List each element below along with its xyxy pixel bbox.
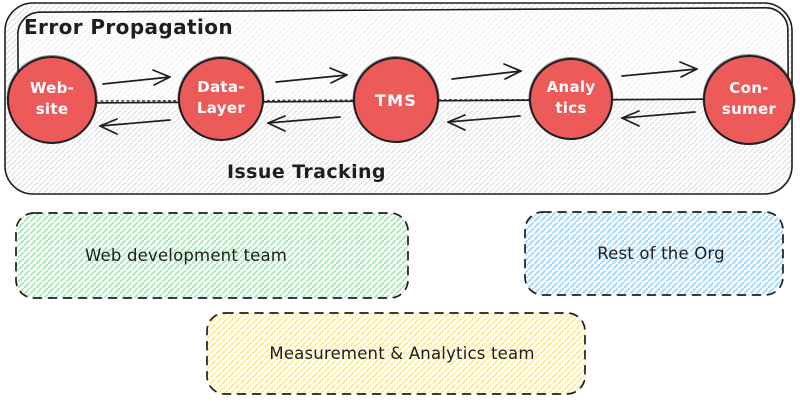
node-consumer-line1: Con- — [729, 79, 769, 97]
backward-arrows — [99, 110, 696, 135]
arrow-backward-1 — [99, 118, 171, 135]
node-tms-label: TMS — [341, 90, 451, 111]
team-box-measurement-analytics — [206, 312, 586, 395]
node-analytics-line1: Analy — [546, 78, 596, 96]
node-consumer-label: Con- sumer — [694, 78, 800, 120]
node-tms-line1: TMS — [375, 91, 417, 110]
node-consumer-line2: sumer — [721, 100, 777, 118]
node-website-label: Web- site — [0, 78, 107, 120]
node-website — [6, 54, 98, 144]
arrow-forward-3 — [451, 63, 522, 80]
node-data-layer-line1: Data- — [197, 78, 245, 96]
node-tms — [352, 55, 440, 143]
arrow-backward-4 — [621, 110, 696, 127]
node-data-layer-label: Data- Layer — [166, 77, 276, 119]
team-label-measurement-analytics: Measurement & Analytics team — [269, 344, 535, 363]
node-website-line1: Web- — [29, 79, 75, 97]
team-label-rest-of-org: Rest of the Org — [597, 244, 725, 263]
arrow-backward-3 — [447, 114, 521, 131]
node-data-layer — [177, 55, 265, 141]
arrow-forward-4 — [621, 61, 698, 78]
flow-nodes — [6, 53, 796, 145]
node-data-layer-line2: Layer — [196, 99, 246, 117]
team-label-web-development: Web development team — [84, 246, 288, 265]
team-box-rest-of-org — [524, 211, 784, 296]
team-box-web-development — [15, 212, 409, 299]
node-website-line2: site — [35, 100, 69, 118]
arrow-backward-2 — [267, 115, 341, 132]
arrow-forward-1 — [102, 69, 171, 86]
error-propagation-title: Error Propagation — [24, 15, 234, 39]
issue-tracking-label: Issue Tracking — [227, 161, 386, 183]
arrow-forward-2 — [275, 67, 348, 84]
forward-arrows — [102, 61, 698, 86]
team-boxes — [15, 211, 784, 395]
node-analytics-line2: tics — [555, 99, 587, 117]
node-analytics-label: Analy tics — [516, 77, 626, 119]
node-consumer — [702, 53, 796, 145]
node-analytics — [528, 56, 614, 140]
